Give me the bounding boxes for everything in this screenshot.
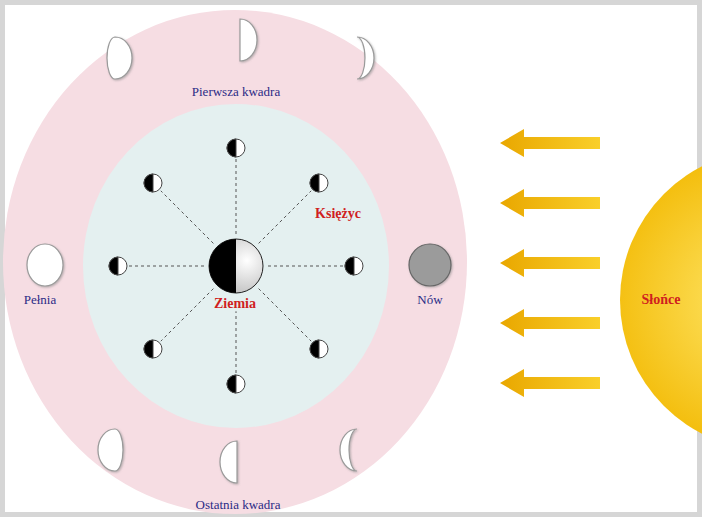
moon-label: Księżyc bbox=[315, 206, 361, 221]
phase-label: Pierwsza kwadra bbox=[192, 85, 280, 99]
orbit-region: Ziemia Księżyc Pierwsza kwadraPełnia NówOst… bbox=[3, 10, 467, 514]
orbit-rays bbox=[129, 159, 343, 373]
sun-circle: Słońce bbox=[620, 150, 702, 450]
blueDisc-shape bbox=[83, 104, 389, 428]
phase-label: Pełnia bbox=[24, 293, 57, 307]
inner-region: Ziemia Księżyc bbox=[83, 104, 389, 428]
small-moons bbox=[109, 139, 363, 393]
phase-label: Ostatnia kwadra bbox=[196, 498, 281, 512]
sun-label: Słońce bbox=[642, 292, 681, 307]
earth-circle: Ziemia bbox=[208, 238, 264, 294]
earth-label: Ziemia bbox=[212, 296, 258, 311]
sunlight-arrows bbox=[500, 129, 600, 397]
earth-shape bbox=[208, 238, 264, 294]
phase-label: Nów bbox=[417, 293, 442, 307]
